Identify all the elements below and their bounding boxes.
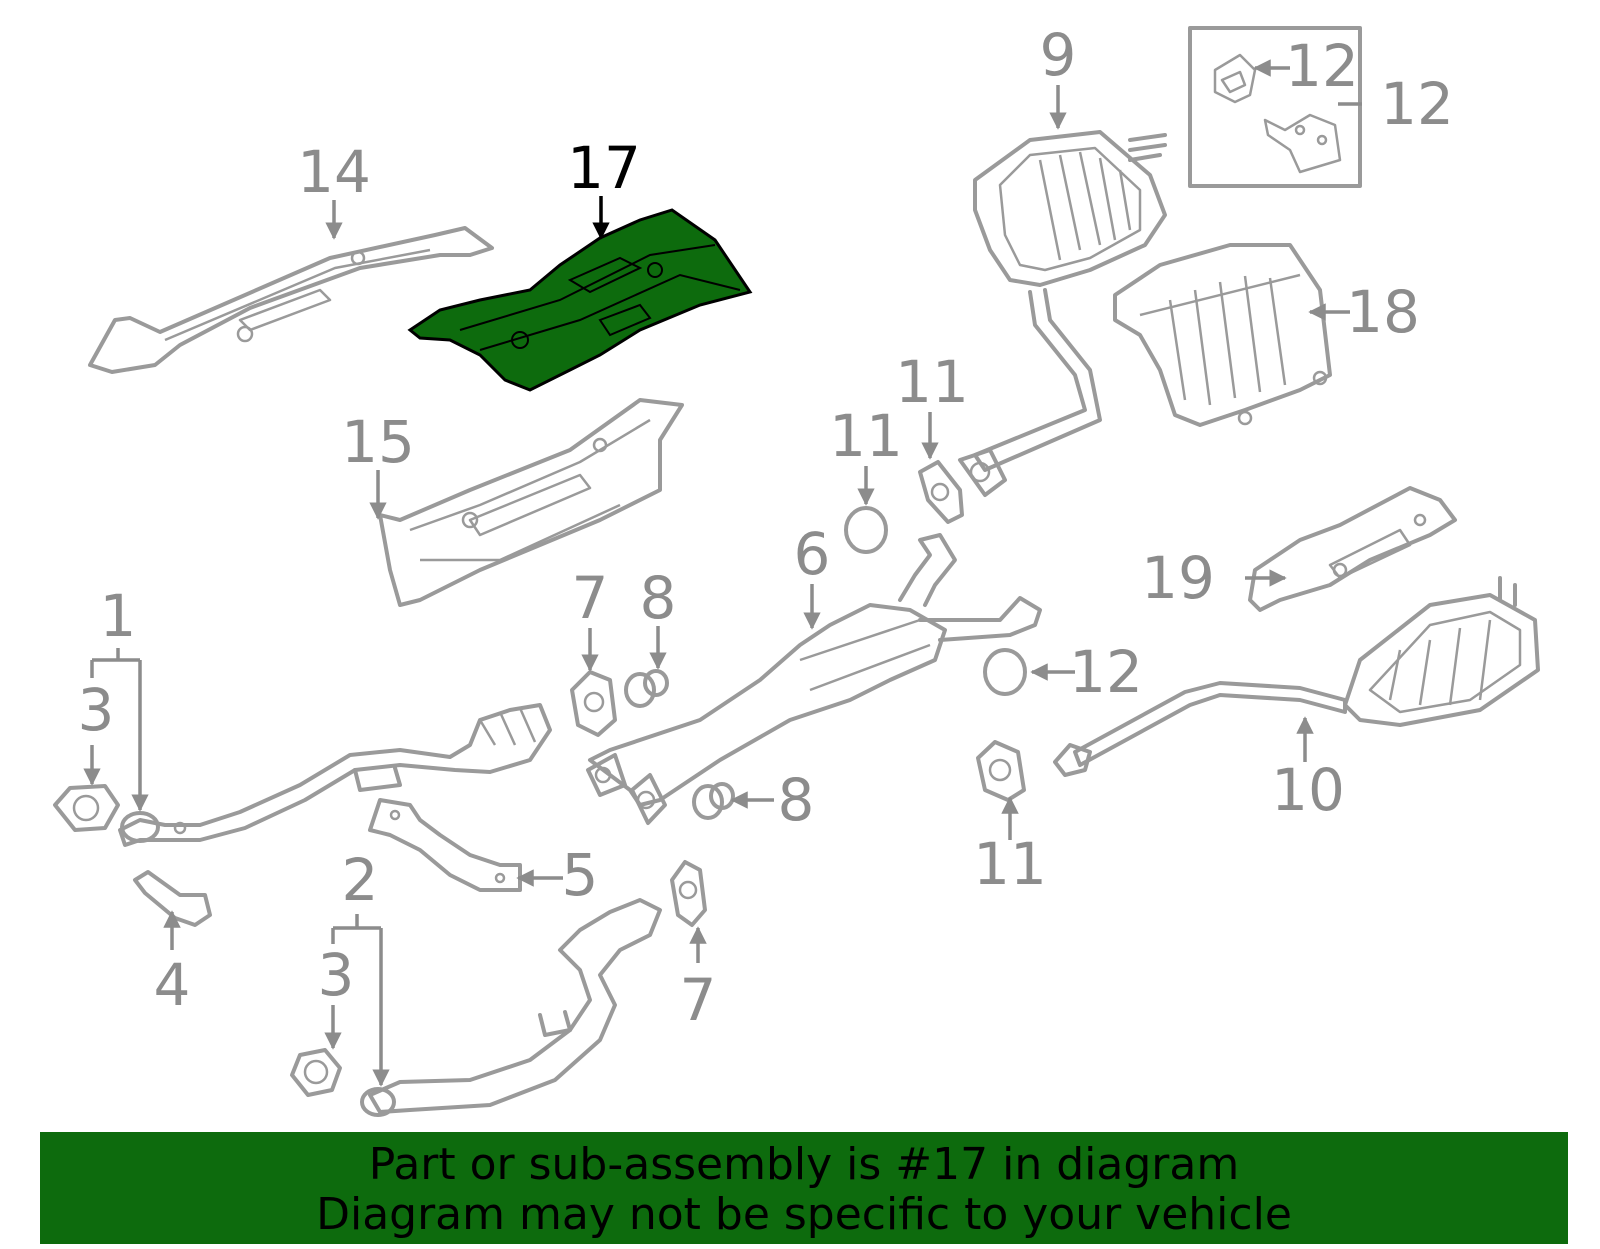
callout-17: 17: [567, 134, 641, 202]
callout-7-upper: 7: [572, 564, 609, 632]
callout-13: 12: [1380, 70, 1454, 138]
part-3-gasket-lower[interactable]: [290, 1048, 342, 1097]
part-2-front-pipe[interactable]: [360, 898, 662, 1117]
callout-10: 10: [1271, 756, 1345, 824]
callout-1: 1: [100, 582, 137, 650]
part-9-rear-muffler[interactable]: [958, 130, 1167, 497]
part-1-front-pipe[interactable]: [118, 703, 552, 847]
part-8-bushing-lower[interactable]: [692, 782, 735, 820]
callout-7-lower: 7: [680, 966, 717, 1034]
callout-16: 15: [341, 408, 415, 476]
part-8-bushing-upper[interactable]: [624, 669, 669, 708]
part-3-gasket-upper[interactable]: [53, 784, 120, 832]
banner-line-2: Diagram may not be specific to your vehi…: [316, 1189, 1292, 1240]
callout-5: 5: [562, 841, 599, 909]
banner-line-1: Part or sub-assembly is #17 in diagram: [368, 1139, 1240, 1190]
part-15-heat-shield[interactable]: [88, 226, 494, 374]
part-11-gasket-upper[interactable]: [918, 460, 964, 524]
callout-18: 18: [1346, 278, 1420, 346]
callout-15: 14: [297, 138, 371, 206]
part-17-center-heat-shield[interactable]: [407, 208, 753, 392]
callout-3-lower: 3: [318, 941, 355, 1009]
callout-11-lower: 11: [973, 830, 1047, 898]
callout-2: 2: [342, 846, 379, 914]
callout-6: 6: [794, 520, 831, 588]
callout-8-upper: 8: [640, 564, 677, 632]
part-12-plug-lower[interactable]: [983, 648, 1027, 696]
part-7-gasket-upper[interactable]: [570, 670, 617, 737]
callout-4: 4: [154, 951, 191, 1019]
part-6-center-pipe[interactable]: [586, 533, 1042, 825]
callout-9: 9: [1040, 21, 1077, 89]
info-banner: Part or sub-assembly is #17 in diagram D…: [40, 1132, 1568, 1244]
callout-12-upper: 11: [829, 402, 903, 470]
callout-3-upper: 3: [78, 676, 115, 744]
callout-11-upper: 11: [895, 348, 969, 416]
part-11-gasket-lower[interactable]: [976, 740, 1026, 802]
callout-12-lower: 12: [1069, 638, 1143, 706]
part-18-rear-heat-shield[interactable]: [1113, 243, 1332, 427]
callout-labels: 14 17 15 9 12 12 18 11 11 6 19 12 10 11 …: [78, 21, 1454, 1034]
part-16-heat-shield[interactable]: [378, 398, 684, 607]
callout-14: 12: [1285, 32, 1359, 100]
callout-19: 19: [1141, 544, 1215, 612]
callout-8-lower: 8: [778, 766, 815, 834]
part-10-muffler-pipe[interactable]: [1053, 576, 1540, 777]
part-13-hanger-kit[interactable]: [1188, 26, 1362, 188]
part-4-bolt[interactable]: [133, 870, 212, 927]
part-19-heat-shield[interactable]: [1248, 486, 1457, 612]
part-5-bracket[interactable]: [368, 798, 522, 892]
part-12-plug-upper[interactable]: [844, 506, 888, 554]
leader-lines: [83, 59, 1362, 1087]
part-7-gasket-lower[interactable]: [670, 860, 707, 927]
